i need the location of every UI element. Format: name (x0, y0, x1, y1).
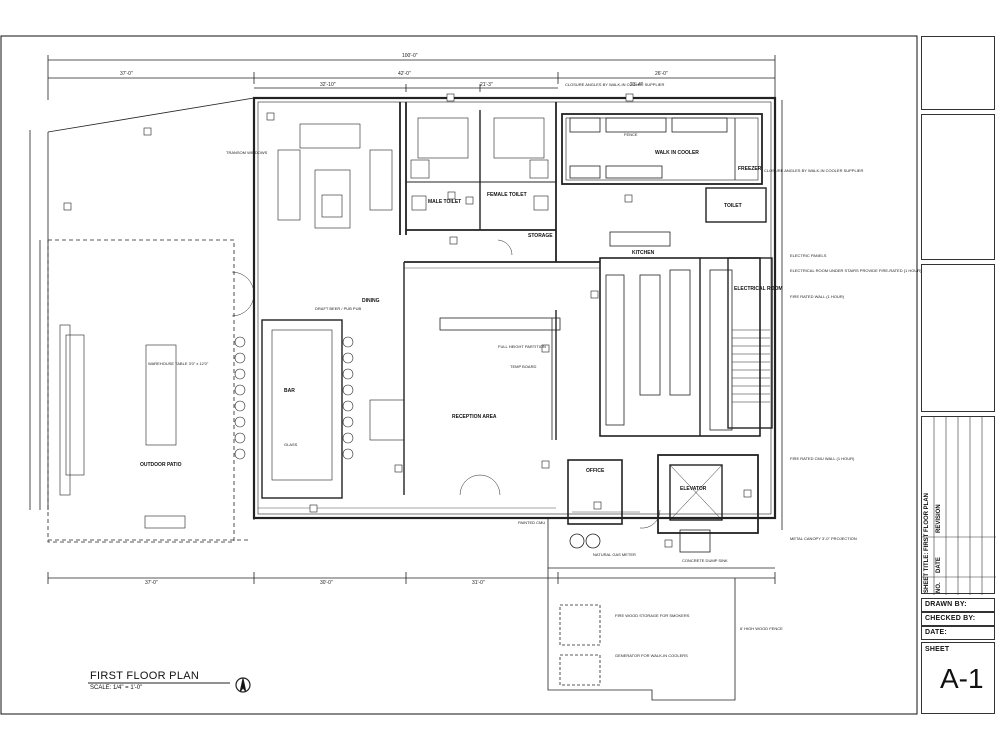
plan-title: FIRST FLOOR PLAN (90, 670, 200, 682)
dining-tables (277, 123, 405, 441)
dimension-labels: 100'-0" 37'-0" 42'-0" 26'-0" 32'-10" 21'… (120, 53, 668, 586)
checked-by-field: CHECKED BY: (921, 612, 995, 626)
svg-text:PAINTED CMU: PAINTED CMU (518, 520, 545, 525)
wall-tags (63, 93, 752, 548)
svg-text:FIRE RATED CMU WALL (1 HOUR): FIRE RATED CMU WALL (1 HOUR) (790, 456, 855, 461)
room-outdoor-patio: OUTDOOR PATIO (140, 462, 182, 468)
title-block-logo-box (921, 36, 995, 110)
reception-counter (439, 317, 561, 331)
revision-label: REVISION (936, 504, 942, 533)
plan-scale: SCALE: 1/4" = 1'-0" (90, 685, 143, 691)
svg-text:37'-0": 37'-0" (120, 71, 133, 77)
svg-text:26'-0": 26'-0" (655, 71, 668, 77)
kitchen-wall (599, 257, 761, 437)
elevator-shaft (657, 454, 759, 534)
room-dining: DINING (362, 298, 380, 304)
svg-text:NATURAL GAS METER: NATURAL GAS METER (593, 552, 636, 557)
sheet-number-box: SHEET A-1 (921, 642, 995, 714)
svg-text:32'-10": 32'-10" (320, 82, 336, 88)
no-label: NO. (936, 582, 942, 593)
revision-grid (922, 417, 996, 595)
room-kitchen: KITCHEN (632, 250, 655, 256)
svg-text:WAREHOUSE TABLE 3'0" x 12'0": WAREHOUSE TABLE 3'0" x 12'0" (148, 361, 209, 366)
svg-text:ELECTRIC PANELS: ELECTRIC PANELS (790, 253, 827, 258)
svg-text:TEMP BOARD: TEMP BOARD (510, 364, 536, 369)
svg-text:42'-0": 42'-0" (398, 71, 411, 77)
title-block-project-box (921, 114, 995, 260)
room-reception: RECEPTION AREA (452, 414, 497, 420)
room-elevator: ELEVATOR (680, 486, 707, 492)
sheet-number: A-1 (940, 663, 984, 694)
svg-text:CLOSURE ANGLES BY WALK-IN COOL: CLOSURE ANGLES BY WALK-IN COOLER SUPPLIE… (764, 168, 863, 173)
room-office: OFFICE (586, 468, 605, 474)
date-field: DATE: (921, 626, 995, 640)
svg-text:DRAFT BEER / PUB PUB: DRAFT BEER / PUB PUB (315, 306, 361, 311)
room-freezer: FREEZER (738, 166, 762, 172)
revision-table: SHEET TITLE: FIRST FLOOR PLAN NO. DATE R… (921, 416, 996, 595)
svg-text:TRANSOM WINDOWS: TRANSOM WINDOWS (226, 150, 268, 155)
sheet-title-label: SHEET TITLE: FIRST FLOOR PLAN (924, 493, 930, 593)
overall-dim-text: 100'-0" (402, 53, 418, 59)
room-walk-in-cooler: WALK IN COOLER (655, 150, 699, 156)
svg-text:FENCE: FENCE (624, 132, 638, 137)
sheet-label: SHEET (925, 646, 950, 653)
drawing-border (0, 35, 918, 715)
svg-text:GENERATOR FOR WALK-IN COOLERS: GENERATOR FOR WALK-IN COOLERS (615, 653, 688, 658)
room-toilet: TOILET (724, 203, 742, 209)
title-block-info-box (921, 264, 995, 412)
room-male-toilet: MALE TOILET (428, 199, 461, 205)
south-yard-outline (547, 518, 736, 701)
svg-text:FIRE RATED WALL (1 HOUR): FIRE RATED WALL (1 HOUR) (790, 294, 845, 299)
annotation-notes: CLOSURE ANGLES BY WALK-IN COOLER SUPPLIE… (148, 82, 939, 658)
room-labels: OUTDOOR PATIO DINING BAR RECEPTION AREA … (140, 150, 783, 492)
gas-meter-1 (569, 533, 585, 549)
svg-text:GLASS: GLASS (284, 442, 298, 447)
walk-in-cooler-wall (561, 113, 763, 185)
date-col-label: DATE (936, 557, 942, 573)
svg-text:21'-3": 21'-3" (480, 82, 493, 88)
svg-text:31'-0": 31'-0" (472, 580, 485, 586)
patio-tables (59, 324, 186, 529)
svg-text:ELECTRICAL ROOM UNDER STAIRS P: ELECTRICAL ROOM UNDER STAIRS PROVIDE FIR… (790, 268, 939, 273)
outdoor-patio-outline (47, 239, 235, 543)
svg-text:6' HIGH WOOD FENCE: 6' HIGH WOOD FENCE (740, 626, 783, 631)
room-electrical: ELECTRICAL ROOM (734, 286, 783, 292)
exterior-wall (252, 96, 777, 520)
room-storage: STORAGE (528, 233, 553, 239)
room-female-toilet: FEMALE TOILET (487, 192, 527, 198)
svg-text:30'-0": 30'-0" (320, 580, 333, 586)
bar-counter (261, 319, 343, 499)
drawn-by-field: DRAWN BY: (921, 598, 995, 612)
room-bar: BAR (284, 388, 295, 394)
svg-text:37'-0": 37'-0" (145, 580, 158, 586)
svg-text:CONCRETE DUMP SINK: CONCRETE DUMP SINK (682, 558, 728, 563)
bar-stools (234, 336, 354, 460)
office-wall (567, 459, 623, 525)
svg-text:FIRE WOOD STORAGE FOR SMOKERS: FIRE WOOD STORAGE FOR SMOKERS (615, 613, 690, 618)
electrical-room-wall (727, 257, 773, 429)
svg-text:METAL CANOPY 3'-0" PROJECTION: METAL CANOPY 3'-0" PROJECTION (790, 536, 857, 541)
svg-text:21'-4": 21'-4" (630, 82, 643, 88)
gas-meter-2 (585, 533, 601, 549)
svg-text:CLOSURE ANGLES BY WALK-IN COOL: CLOSURE ANGLES BY WALK-IN COOLER SUPPLIE… (565, 82, 664, 87)
svg-text:FULL HEIGHT PARTITION: FULL HEIGHT PARTITION (498, 344, 546, 349)
